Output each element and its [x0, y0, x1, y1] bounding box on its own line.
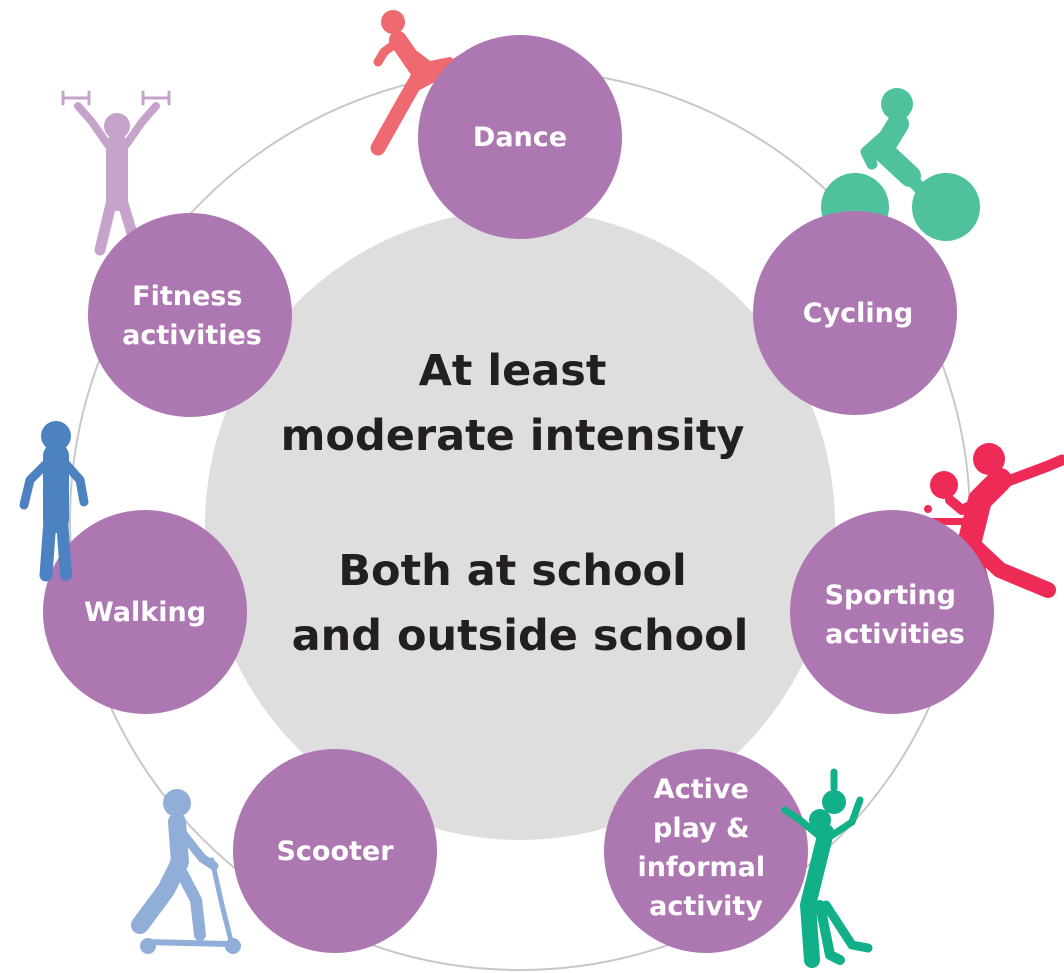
sporting-label-line-2: activities	[825, 619, 965, 650]
scooter-label: Scooter	[276, 836, 394, 867]
center-line-3: Both at school	[338, 546, 687, 596]
walking-label: Walking	[84, 597, 206, 628]
center-text: At least moderate intensity Both at scho…	[281, 346, 760, 661]
sporting-label-line-1: Sporting	[825, 580, 956, 611]
active-play-label-line-4: activity	[649, 891, 763, 922]
svg-text:Walking: Walking	[84, 597, 206, 628]
dancer-icon	[370, 10, 471, 156]
fitness-label-line-1: Fitness	[132, 281, 242, 312]
center-circle	[205, 210, 835, 840]
active-play-figure-icon	[781, 768, 873, 968]
walking-node: Walking	[19, 421, 247, 714]
svg-text:Scooter: Scooter	[276, 836, 394, 867]
cycling-node: Cycling	[753, 88, 980, 415]
cycling-label: Cycling	[803, 298, 913, 329]
fitness-node: Fitness activities	[61, 90, 292, 417]
scooter-rider-icon	[131, 789, 241, 954]
active-play-label-line-3: informal	[637, 852, 765, 883]
center-line-1: At least	[419, 346, 607, 396]
svg-text:Cycling: Cycling	[803, 298, 913, 329]
sporting-node: Sporting activities	[790, 443, 1064, 714]
svg-text:Sporting activities: Sporting activities	[825, 580, 966, 650]
dance-node: Dance	[370, 10, 622, 239]
dance-label: Dance	[473, 122, 567, 153]
cyclist-icon	[821, 88, 980, 241]
scooter-node: Scooter	[131, 749, 437, 954]
active-play-label-line-1: Active	[654, 774, 749, 805]
center-line-4: and outside school	[292, 611, 749, 661]
center-line-2: moderate intensity	[281, 411, 745, 461]
active-play-node: Active play & informal activity	[604, 749, 873, 968]
active-play-label-line-2: play &	[653, 813, 750, 844]
svg-text:Fitness activities: Fitness activities	[122, 281, 262, 351]
fitness-label-line-2: activities	[122, 320, 262, 351]
walker-icon	[19, 421, 89, 582]
fitness-figure-icon	[61, 90, 171, 256]
svg-text:Dance: Dance	[473, 122, 567, 153]
svg-text:Active play & info: Active play & informal activity	[637, 774, 774, 922]
